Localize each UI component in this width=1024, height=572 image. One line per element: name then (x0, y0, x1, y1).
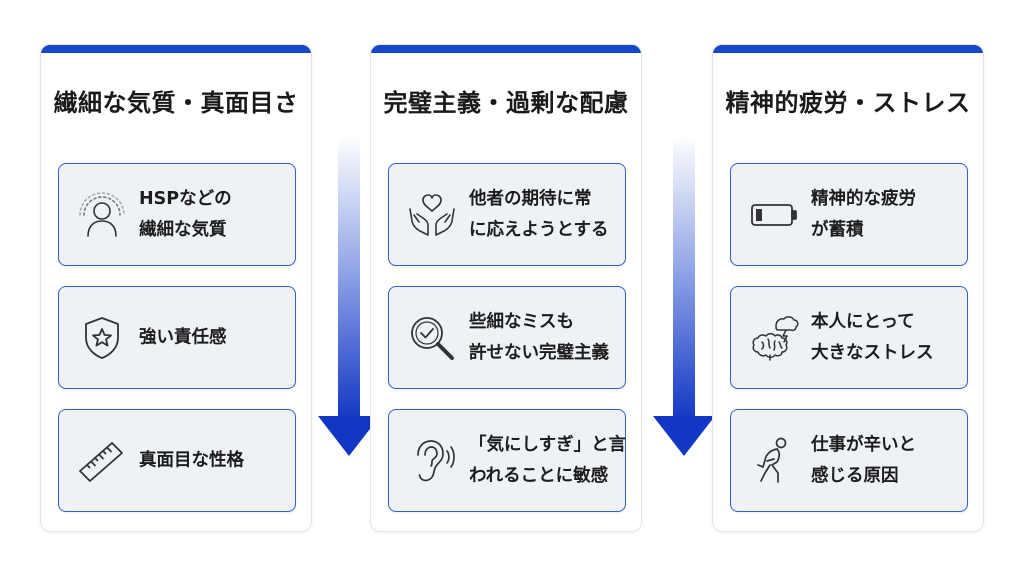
arrow-shaft (673, 136, 695, 420)
card-label-line: 他者の期待に常 (469, 188, 592, 209)
card-label-line: 許せない完璧主義 (469, 342, 609, 363)
card-label: 「気にしすぎ」と言 われることに敏感 (469, 430, 627, 492)
column-accent-bar (371, 45, 641, 53)
card-label-line: 仕事が辛いと (811, 434, 916, 455)
card-work-pain-cause: 仕事が辛いと 感じる原因 (730, 409, 968, 512)
card-label: 強い責任感 (139, 322, 285, 353)
card-label-line: が蓄積 (811, 219, 864, 240)
card-fatigue-accumulation: 精神的な疲労 が蓄積 (730, 163, 968, 266)
card-big-stress: 本人にとって 大きなストレス (730, 286, 968, 389)
column-accent-bar (41, 45, 311, 53)
card-hsp-temperament: HSPなどの 繊細な気質 (58, 163, 296, 266)
column-accent-bar (713, 45, 983, 53)
ear-sound-icon (403, 432, 461, 490)
card-label-line: 些細なミスも (469, 311, 574, 332)
column-title: 完璧主義・過剰な配慮 (383, 89, 629, 117)
card-label: HSPなどの 繊細な気質 (139, 184, 285, 246)
brain-storm-icon (745, 309, 803, 367)
column-mental-fatigue: 精神的疲労・ストレス 精神的な疲労 が蓄積 (712, 44, 984, 532)
hands-heart-icon (403, 186, 461, 244)
card-label-line: われることに敏感 (469, 465, 609, 486)
arrow-shaft (338, 136, 360, 420)
card-label-line: 本人にとって (811, 311, 915, 332)
arrow-head (653, 416, 715, 456)
ruler-icon (73, 432, 131, 490)
card-label-line: 大きなストレス (811, 342, 934, 363)
shield-star-icon (73, 309, 131, 367)
column-perfectionism: 完璧主義・過剰な配慮 他者の期待に常 に応えようとする (370, 44, 642, 532)
magnifier-check-icon (403, 309, 461, 367)
card-label: 仕事が辛いと 感じる原因 (811, 430, 957, 492)
column-title: 繊細な気質・真面目さ (53, 89, 299, 117)
card-label: 精神的な疲労 が蓄積 (811, 184, 957, 246)
person-aura-icon (73, 186, 131, 244)
card-label-line: に応えようとする (469, 219, 609, 240)
card-label-line: 真面目な性格 (139, 450, 244, 470)
card-label-line: HSPなどの (139, 188, 232, 209)
card-label: 真面目な性格 (139, 445, 285, 476)
card-serious-personality: 真面目な性格 (58, 409, 296, 512)
tired-person-icon (745, 432, 803, 490)
card-label: 他者の期待に常 に応えようとする (469, 184, 615, 246)
flow-arrow-2 (653, 136, 715, 456)
low-battery-icon (745, 186, 803, 244)
arrow-head (318, 416, 380, 456)
card-label-line: 繊細な気質 (139, 219, 227, 240)
card-meet-expectations: 他者の期待に常 に応えようとする (388, 163, 626, 266)
card-perfectionism-mistakes: 些細なミスも 許せない完璧主義 (388, 286, 626, 389)
column-sensitive-temperament: 繊細な気質・真面目さ HSPなどの 繊細な気質 (40, 44, 312, 532)
card-responsibility: 強い責任感 (58, 286, 296, 389)
card-label-line: 「気にしすぎ」と言 (469, 434, 627, 455)
card-label-line: 強い責任感 (139, 327, 227, 347)
column-title: 精神的疲労・ストレス (725, 89, 971, 117)
card-label-line: 精神的な疲労 (811, 188, 916, 209)
card-sensitive-to-criticism: 「気にしすぎ」と言 われることに敏感 (388, 409, 626, 512)
flow-arrow-1 (318, 136, 380, 456)
card-label: 本人にとって 大きなストレス (811, 307, 957, 369)
card-label-line: 感じる原因 (811, 465, 899, 486)
card-label: 些細なミスも 許せない完璧主義 (469, 307, 615, 369)
